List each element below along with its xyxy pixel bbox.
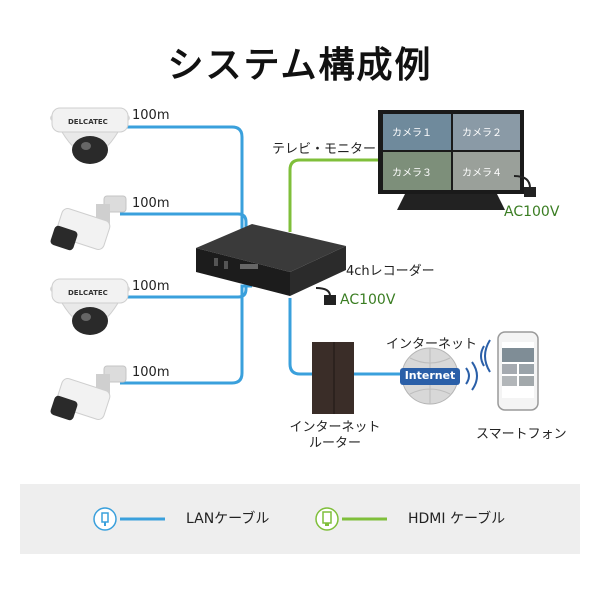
lan-cable-camera-3 [120, 278, 248, 299]
internet-globe-icon [400, 347, 460, 405]
bullet-camera-2 [50, 365, 127, 421]
recorder-power-label: AC100V [340, 292, 396, 308]
legend-lan-label: LANケーブル [186, 511, 270, 527]
smartphone-label: スマートフォン [476, 427, 567, 442]
tv-screen-label-1: カメラ１ [392, 128, 432, 139]
recorder-label: 4chレコーダー [346, 264, 435, 279]
lan-cable-recorder-router [288, 298, 312, 376]
lan-plug-icon [93, 507, 165, 531]
tv-monitor [378, 110, 524, 210]
tv-screen-label-2: カメラ２ [462, 128, 502, 139]
tv-screen-label-4: カメラ４ [462, 168, 502, 179]
hdmi-plug-icon [315, 507, 387, 531]
camera-brand-label: DELCATEC [68, 118, 108, 126]
distance-label-3: 100m [132, 279, 170, 294]
lan-cable-camera-1 [120, 125, 252, 252]
legend-hdmi-label: HDMI ケーブル [408, 511, 506, 527]
lan-cable-camera-4 [120, 284, 252, 385]
tv-screen-label-3: カメラ３ [392, 168, 432, 179]
tv-power-plug-icon [513, 175, 536, 197]
tv-power-label: AC100V [504, 204, 560, 220]
globe-text: Internet [404, 369, 456, 382]
router-label-line-1: インターネット [289, 420, 381, 435]
recorder-power-plug-icon [315, 287, 336, 305]
hdmi-cable [288, 158, 384, 232]
distance-label-2: 100m [132, 196, 170, 211]
page-title: システム構成例 [167, 45, 433, 86]
wifi-signal-icon [465, 339, 491, 391]
smartphone-device [497, 331, 539, 411]
bullet-camera-1 [50, 195, 127, 251]
dome-camera-2 [50, 278, 130, 335]
lan-cable-camera-2 [120, 212, 248, 256]
internet-label: インターネット [386, 337, 478, 352]
router-device [312, 342, 354, 414]
distance-label-4: 100m [132, 365, 170, 380]
dome-camera-1 [50, 107, 130, 164]
distance-label-1: 100m [132, 108, 170, 123]
cable-legend: LANケーブル HDMI ケーブル [20, 484, 580, 554]
camera-brand-label: DELCATEC [68, 289, 108, 297]
lan-cables [120, 125, 404, 385]
recorder-device [196, 224, 346, 296]
router-label-line-2: ルーター [308, 436, 361, 451]
tv-label: テレビ・モニター [272, 142, 377, 157]
